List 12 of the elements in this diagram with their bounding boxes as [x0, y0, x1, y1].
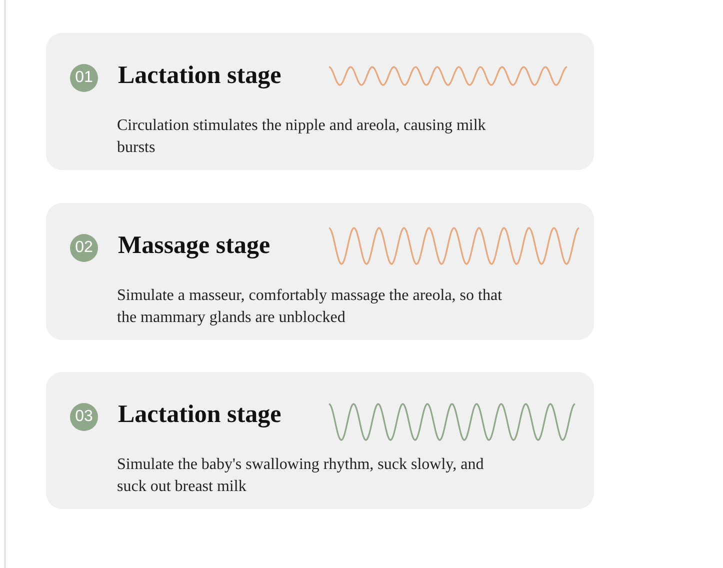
step-number-badge: 02 — [70, 234, 98, 262]
step-number-badge: 01 — [70, 64, 98, 92]
stage-card — [46, 372, 594, 509]
stage-heading: Lactation stage — [118, 62, 282, 90]
stage-heading: Lactation stage — [118, 401, 282, 429]
stage-card — [46, 33, 594, 170]
step-number-badge: 03 — [70, 403, 98, 431]
stage-heading: Massage stage — [118, 232, 270, 260]
stage-description: Simulate the baby's swallowing rhythm, suck slowly, and suck out breast milk — [117, 455, 485, 497]
stage-description: Circulation stimulates the nipple and areola, causing milk bursts — [117, 116, 487, 158]
stage-card — [46, 203, 594, 340]
stage-description: Simulate a masseur, comfortably massage the areola, so that the mammary glands are unblocked — [117, 286, 504, 328]
